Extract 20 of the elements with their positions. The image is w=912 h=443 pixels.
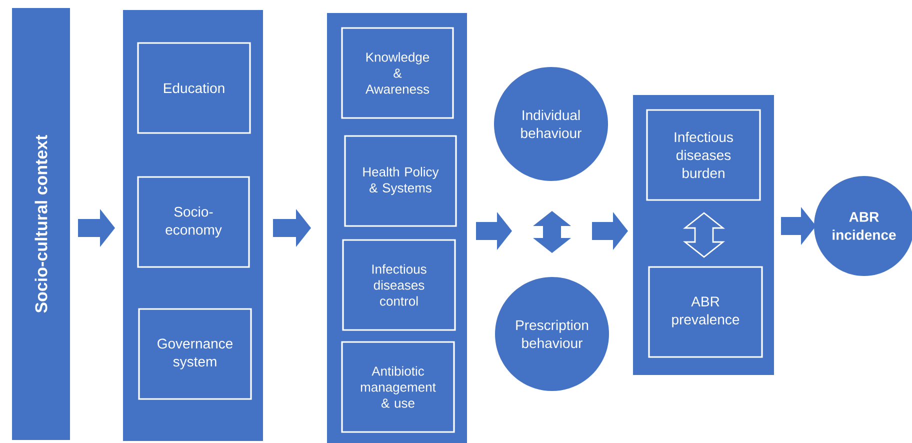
factor-box: ABR prevalence — [648, 266, 763, 358]
block-arrow — [476, 212, 512, 250]
panel — [123, 10, 263, 441]
panel — [633, 95, 774, 375]
panel — [327, 13, 467, 443]
factor-box: Socio-economy — [137, 176, 250, 268]
factor-box: Infectious diseases burden — [646, 109, 761, 201]
title-band: Socio-cultural context — [12, 8, 70, 440]
factor-box: Education — [137, 42, 251, 134]
block-arrow — [781, 207, 816, 245]
factor-box: Infectious diseases control — [342, 239, 456, 331]
double-arrow — [533, 211, 571, 253]
block-arrow — [273, 209, 311, 247]
double-arrow — [682, 212, 726, 258]
factor-box: Health Policy & Systems — [344, 135, 457, 227]
factor-box: Knowledge & Awareness — [341, 27, 454, 119]
factor-box: Antibiotic management & use — [341, 341, 455, 433]
factor-box: Governance system — [138, 308, 252, 400]
block-arrow — [78, 209, 115, 247]
block-arrow — [592, 212, 628, 250]
